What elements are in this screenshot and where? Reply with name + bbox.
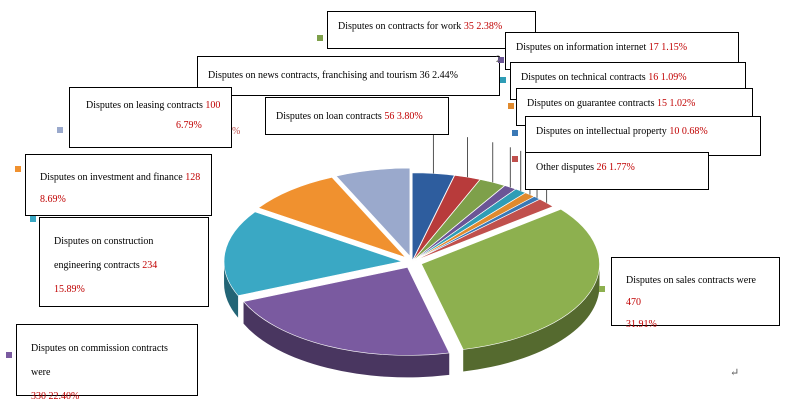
pie-slice [257, 176, 406, 258]
label-leasing: Disputes on leasing contracts 100 6.79% [69, 87, 232, 148]
legend-swatch-work [317, 35, 323, 41]
pie-slice [421, 208, 600, 350]
pie-slice [223, 211, 404, 296]
label-commission: Disputes on commission contracts were 33… [16, 324, 198, 402]
legend-swatch-technical [500, 77, 506, 83]
pie-side [224, 261, 239, 318]
legend-swatch-commission [6, 352, 12, 358]
label-other: Other disputes 26 1.77% [525, 152, 709, 190]
legend-swatch-ip [512, 130, 518, 136]
legend-swatch-guarantee [508, 103, 514, 109]
pie-slice [242, 267, 450, 356]
pie-side [243, 301, 450, 378]
label-work: Disputes on contracts for work 35 2.38% [327, 11, 536, 49]
label-construction: Disputes on construction engineering con… [39, 217, 209, 307]
label-investment: Disputes on investment and finance 128 8… [25, 154, 212, 216]
legend-swatch-investment [15, 166, 21, 172]
pie-slice [335, 167, 411, 257]
stray-two-mark: 2 [496, 54, 501, 64]
label-sales: Disputes on sales contracts were 470 31.… [611, 257, 780, 330]
stray-percent-mark: % [232, 126, 241, 137]
legend-swatch-sales [599, 286, 605, 292]
legend-swatch-other [512, 156, 518, 162]
label-ip: Disputes on intellectual property 10 0.6… [525, 116, 761, 156]
legend-swatch-leasing [57, 127, 63, 133]
label-loan: Disputes on loan contracts 56 3.80% [265, 97, 449, 135]
pie-slice [411, 172, 455, 261]
legend-swatch-internet [498, 57, 504, 63]
label-news: Disputes on news contracts, franchising … [197, 56, 500, 96]
return-symbol: ↵ [730, 367, 740, 379]
pie-side [463, 263, 600, 372]
legend-swatch-construction [30, 216, 36, 222]
